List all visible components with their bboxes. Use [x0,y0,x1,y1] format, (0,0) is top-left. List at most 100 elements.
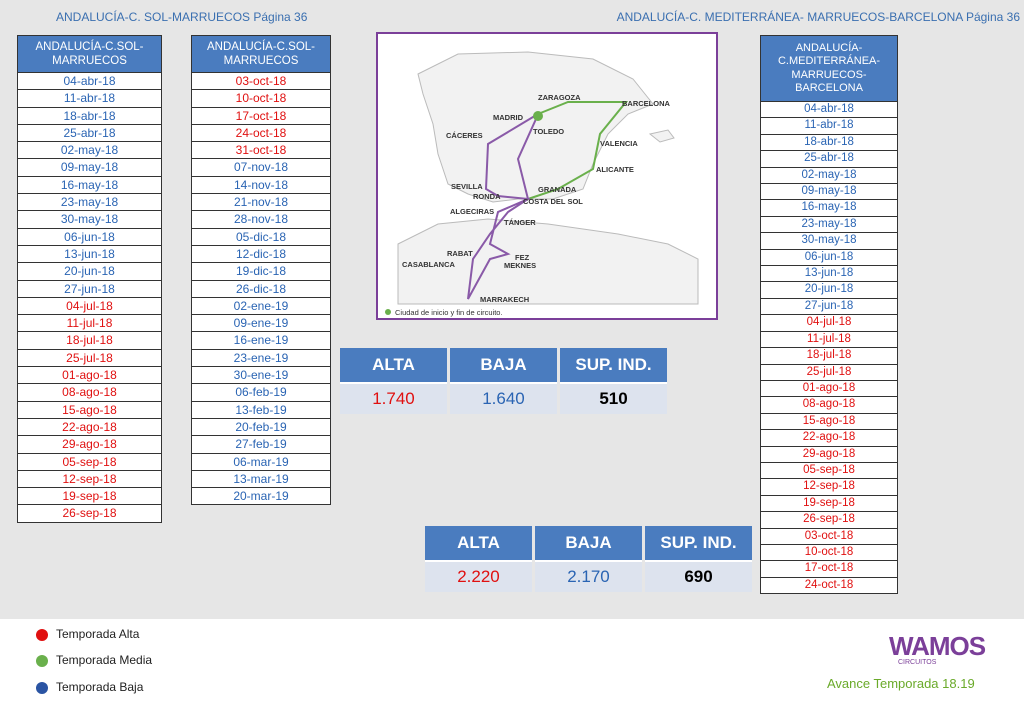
date-cell: 12-sep-18 [760,478,898,496]
date-cell: 20-jun-18 [760,281,898,299]
date-cell: 30-ene-19 [191,366,331,385]
date-cell: 24-oct-18 [191,123,331,143]
date-cell: 30-may-18 [17,210,162,229]
table-row: 21-nov-18 [191,193,331,212]
date-cell: 06-jun-18 [760,248,898,267]
price-sup-ind: 690 [645,560,752,592]
date-cell: 27-jun-18 [17,279,162,298]
table-row: 24-oct-18 [191,123,331,143]
date-cell: 09-ene-19 [191,314,331,333]
table-row: 04-abr-18 [760,100,898,119]
table-row: 25-abr-18 [17,123,162,143]
date-cell: 10-oct-18 [191,89,331,108]
date-cell: 03-oct-18 [760,527,898,545]
map-city-label: ALGECIRAS [450,207,494,216]
date-cell: 29-ago-18 [760,445,898,463]
table-row: 04-jul-18 [760,314,898,332]
legend-label: Temporada Alta [56,627,140,641]
green-dot-icon [36,654,48,667]
date-cell: 27-feb-19 [191,435,331,454]
table-row: 25-jul-18 [760,363,898,381]
table-row: 01-ago-18 [760,379,898,398]
map-city-label: BARCELONA [622,99,670,108]
date-cell: 20-mar-19 [191,487,331,506]
date-cell: 25-abr-18 [17,123,162,143]
table-row: 20-jun-18 [760,281,898,299]
date-cell: 30-may-18 [760,232,898,250]
table-row: 22-ago-18 [760,429,898,447]
date-cell: 11-abr-18 [17,89,162,108]
table-row: 01-ago-18 [17,366,162,385]
table-row: 29-ago-18 [17,435,162,454]
table-row: 06-feb-19 [191,383,331,402]
price-alta: 2.220 [425,560,532,592]
price-header-alta: ALTA [340,348,447,382]
date-cell: 19-sep-18 [17,487,162,506]
date-cell: 08-ago-18 [760,396,898,414]
date-cell: 16-ene-19 [191,331,331,350]
red-dot-icon [36,628,48,641]
price-header-baja: BAJA [450,348,557,382]
date-cell: 13-feb-19 [191,400,331,419]
table-row: 05-sep-18 [760,461,898,480]
map-city-label: TÁNGER [504,218,536,227]
table-row: 11-abr-18 [760,117,898,135]
date-cell: 14-nov-18 [191,175,331,195]
date-cell: 25-abr-18 [760,150,898,168]
date-cell: 05-dic-18 [191,227,331,246]
table-row: 02-may-18 [17,141,162,160]
date-cell: 12-dic-18 [191,244,331,264]
table-row: 18-abr-18 [17,106,162,125]
date-cell: 03-oct-18 [191,71,331,91]
table-row: 18-jul-18 [760,347,898,365]
table-row: 19-dic-18 [191,262,331,281]
page-title-left: ANDALUCÍA-C. SOL-MARRUECOS Página 36 [56,10,308,24]
date-cell: 02-may-18 [760,166,898,185]
date-cell: 23-ene-19 [191,348,331,368]
date-cell: 11-jul-18 [17,314,162,333]
table-row: 12-sep-18 [760,478,898,496]
map-city-label: RONDA [473,192,501,201]
table-row: 10-oct-18 [191,89,331,108]
date-cell: 06-jun-18 [17,227,162,246]
table-row: 19-sep-18 [760,494,898,513]
table-row: 20-jun-18 [17,262,162,281]
brand-logo: WAMOS [889,631,986,661]
table-row: 09-may-18 [17,158,162,177]
table-row: 26-dic-18 [191,279,331,298]
map-city-label: RABAT [447,249,473,258]
table-row: 12-sep-18 [17,469,162,489]
date-cell: 09-may-18 [17,158,162,177]
table-row: 14-nov-18 [191,175,331,195]
table-row: 27-jun-18 [760,297,898,316]
date-cell: 19-dic-18 [191,262,331,281]
table-row: 13-jun-18 [760,265,898,283]
date-cell: 18-jul-18 [760,347,898,365]
table-row: 16-may-18 [17,175,162,195]
price-table-sol-marruecos: ALTA BAJA SUP. IND. 1.740 1.640 510 [337,348,670,414]
date-cell: 05-sep-18 [17,452,162,471]
table-row: 06-jun-18 [760,248,898,267]
date-cell: 25-jul-18 [760,363,898,381]
table-row: 18-jul-18 [17,331,162,350]
table-row: 24-oct-18 [760,576,898,595]
date-cell: 16-may-18 [760,199,898,217]
price-header-sup-ind: SUP. IND. [560,348,667,382]
date-cell: 02-ene-19 [191,296,331,316]
table-row: 28-nov-18 [191,210,331,229]
date-cell: 20-feb-19 [191,417,331,437]
table-header: ANDALUCÍA-C.SOL-MARRUECOS [17,35,162,73]
date-cell: 25-jul-18 [17,348,162,368]
table-row: 23-ene-19 [191,348,331,368]
date-cell: 16-may-18 [17,175,162,195]
table-row: 09-ene-19 [191,314,331,333]
table-row: 11-jul-18 [17,314,162,333]
date-cell: 04-abr-18 [17,71,162,91]
date-cell: 08-ago-18 [17,383,162,402]
date-cell: 13-jun-18 [760,265,898,283]
price-header-baja: BAJA [535,526,642,560]
date-cell: 21-nov-18 [191,193,331,212]
table-row: 19-sep-18 [17,487,162,506]
table-row: 13-feb-19 [191,400,331,419]
